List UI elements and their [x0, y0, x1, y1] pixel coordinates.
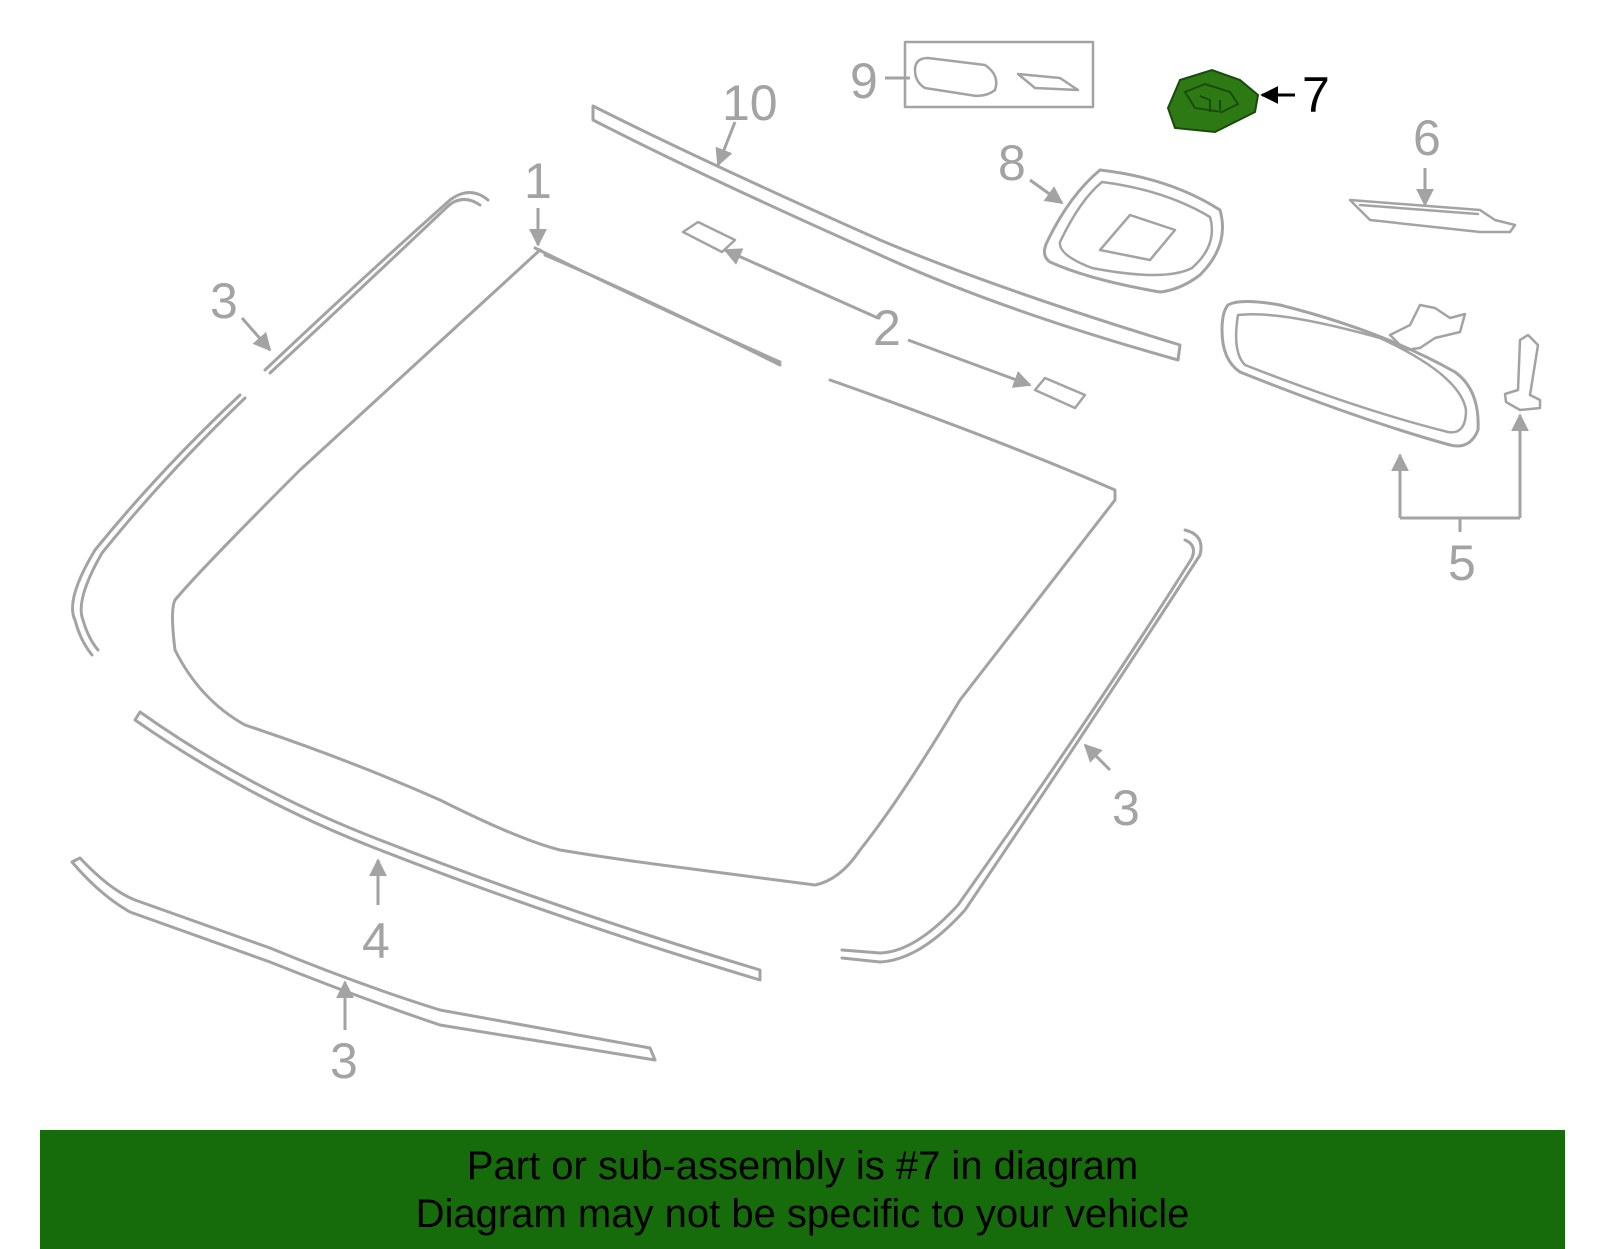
side-molding-left[interactable] — [71, 191, 490, 657]
rain-sensor-bracket[interactable] — [1166, 68, 1260, 134]
upper-molding[interactable] — [591, 104, 1182, 362]
callout-5: 5 — [1448, 535, 1476, 591]
callout-8: 8 — [998, 135, 1026, 191]
spacer-right[interactable] — [1033, 376, 1087, 410]
callout-7: 7 — [1302, 67, 1330, 123]
sensor-kit-box[interactable] — [903, 40, 1095, 109]
callout-3-bottom: 3 — [330, 1033, 358, 1089]
windshield-glass[interactable] — [171, 246, 1117, 887]
leader-lines — [240, 76, 1529, 1030]
rearview-mirror[interactable] — [1220, 300, 1542, 448]
callout-3-right: 3 — [1112, 780, 1140, 836]
callout-6: 6 — [1413, 110, 1441, 166]
info-banner: Part or sub-assembly is #7 in diagram Di… — [40, 1130, 1565, 1249]
callout-3-left: 3 — [210, 273, 238, 329]
callout-1: 1 — [524, 153, 552, 209]
callout-9: 9 — [850, 53, 878, 109]
spacer-left[interactable] — [681, 220, 737, 254]
callout-2: 2 — [873, 300, 901, 356]
trim-cover[interactable] — [1348, 198, 1517, 234]
callout-4: 4 — [362, 913, 390, 969]
callout-10: 10 — [722, 75, 778, 131]
side-molding-right[interactable] — [840, 528, 1203, 964]
banner-line-1: Part or sub-assembly is #7 in diagram — [466, 1143, 1139, 1188]
banner-line-2: Diagram may not be specific to your vehi… — [415, 1191, 1190, 1236]
cowl-molding[interactable] — [70, 856, 657, 1062]
sensor-cover[interactable] — [1043, 168, 1224, 294]
lower-molding[interactable] — [133, 710, 762, 982]
